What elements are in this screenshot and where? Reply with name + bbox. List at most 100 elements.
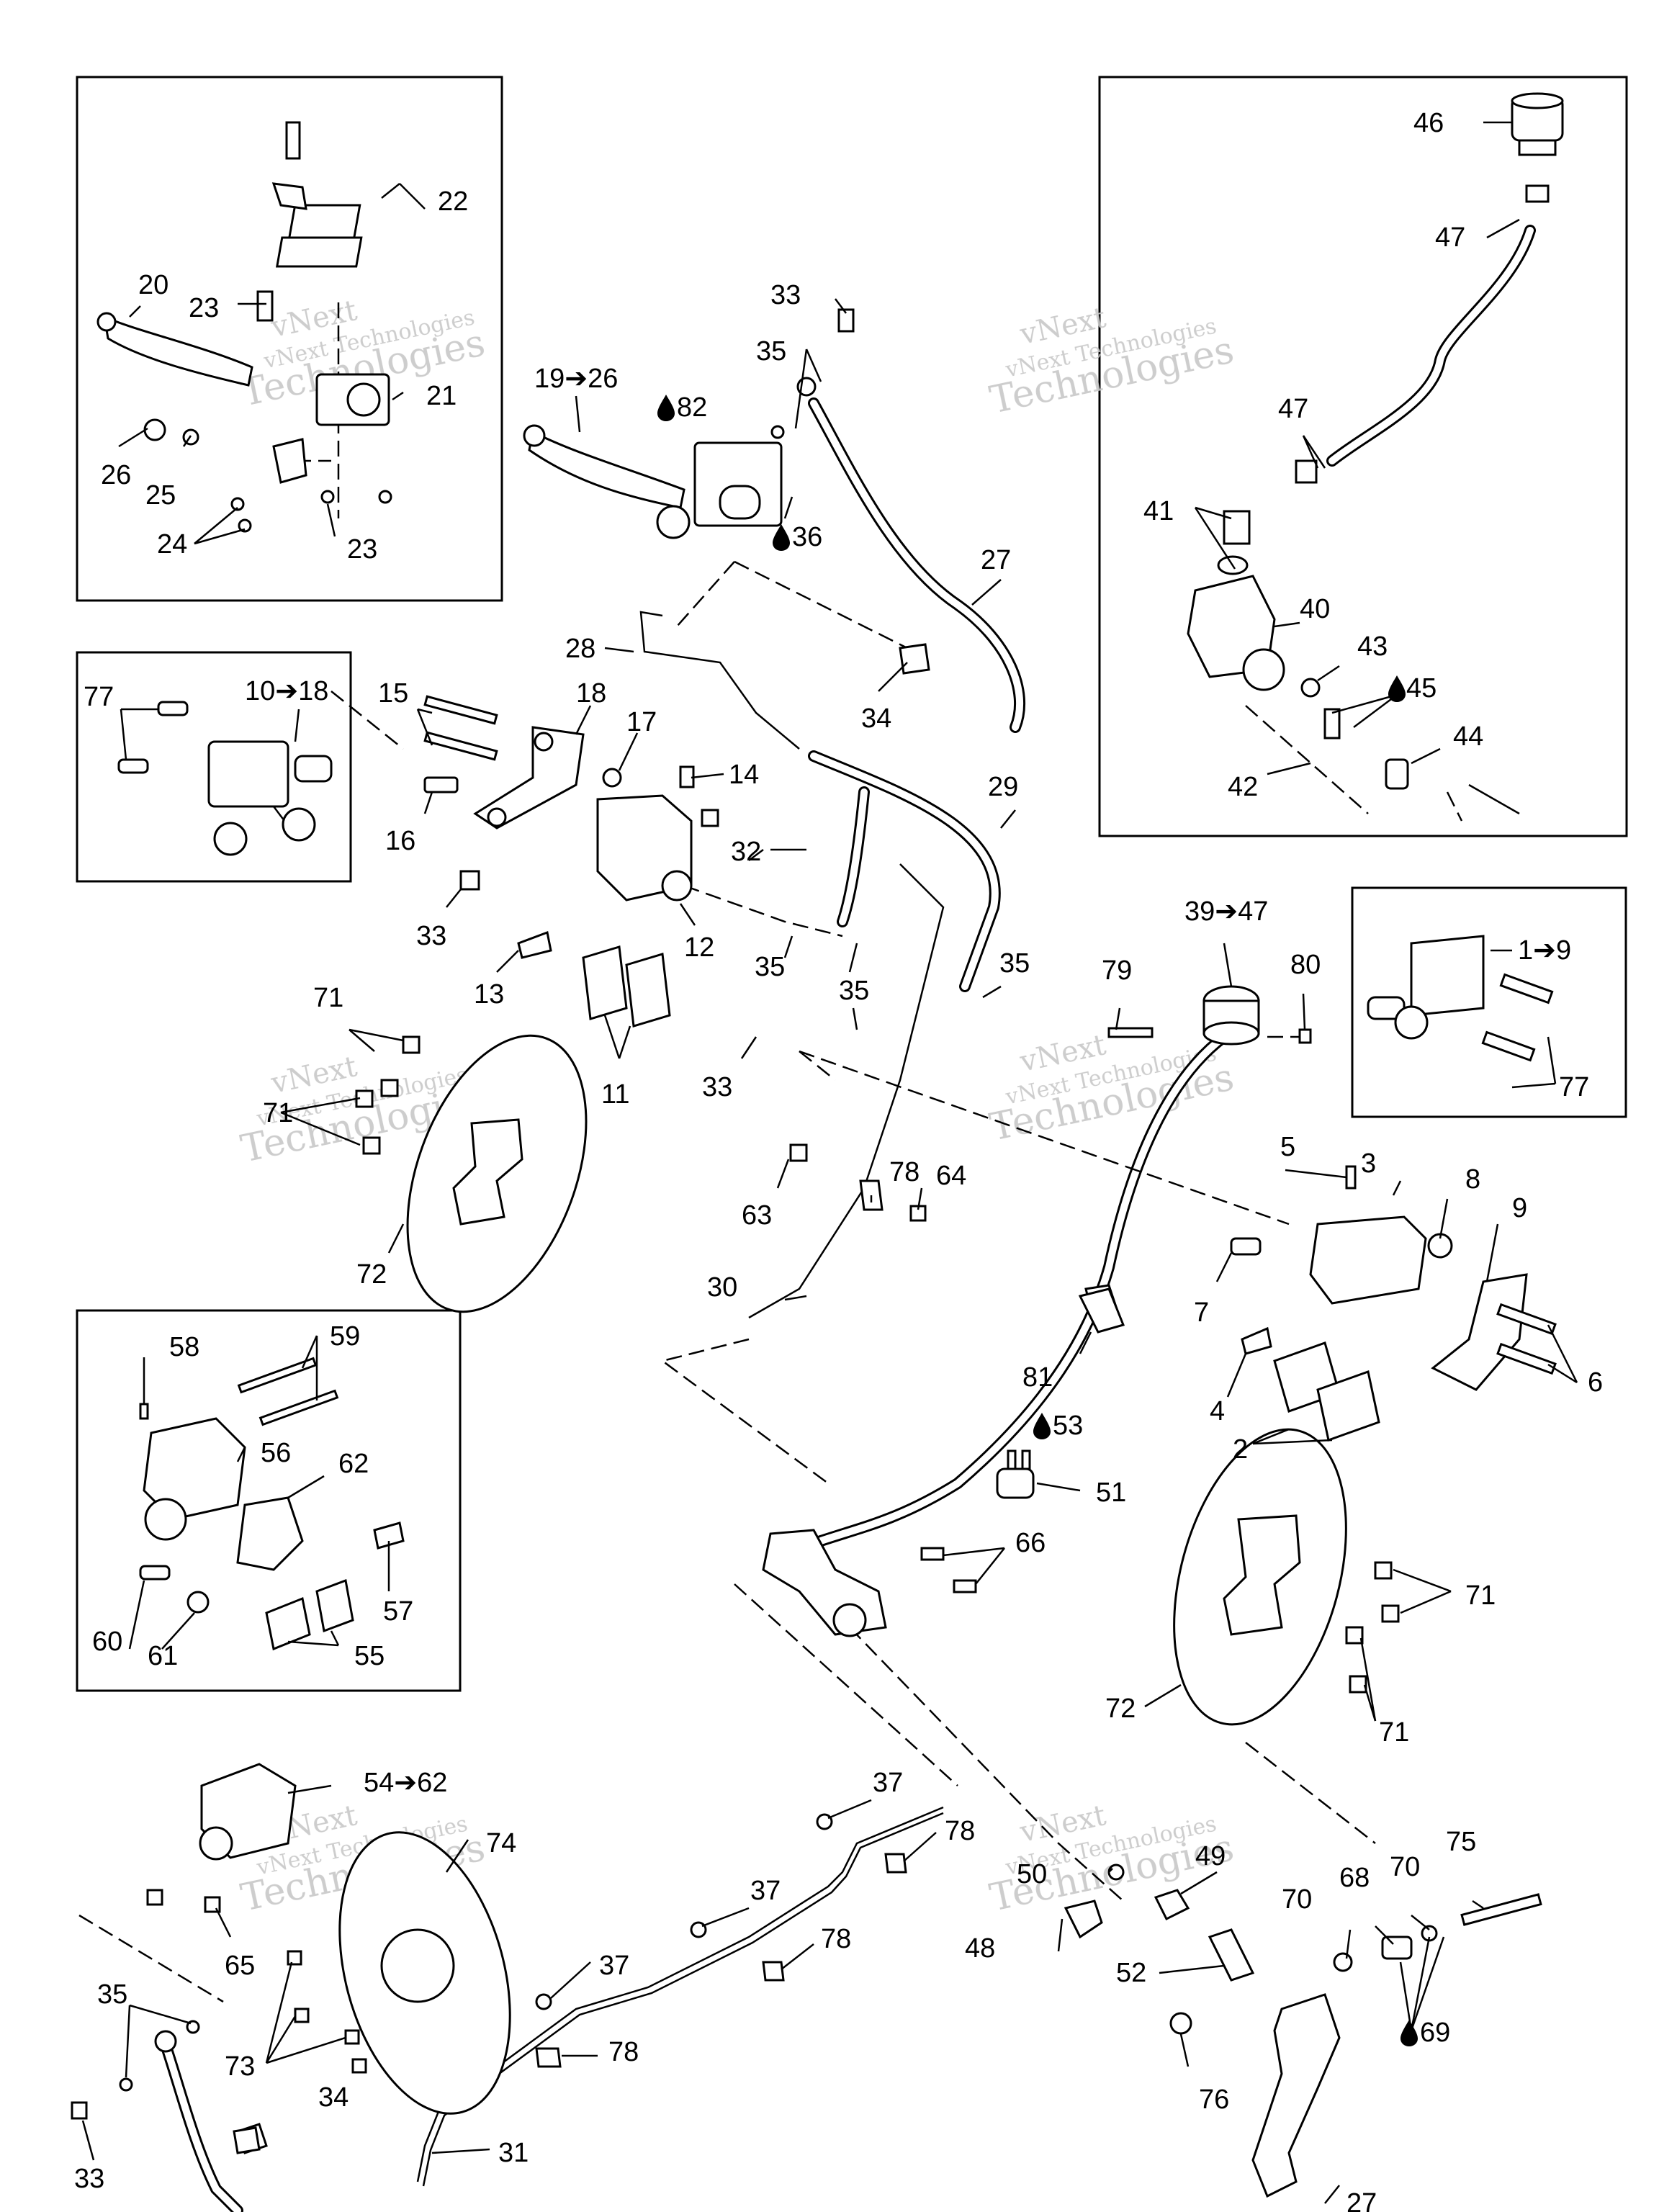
callout-47-mid: 47	[1278, 394, 1308, 424]
leader-lines	[81, 121, 1578, 2204]
callout-71-b: 71	[263, 1098, 293, 1128]
callout-62: 62	[338, 1449, 369, 1479]
callout-79: 79	[1102, 956, 1132, 986]
callout-25: 25	[145, 480, 176, 511]
callout-47-top: 47	[1435, 222, 1465, 253]
watermark-1: vNext vNext Technologies Technologies	[238, 294, 489, 415]
caliper-inset-right	[1367, 935, 1554, 1062]
front-caliper-12	[423, 695, 719, 902]
callout-48: 48	[965, 1933, 995, 1964]
callout-45: 45	[1406, 673, 1437, 703]
callout-35-top: 35	[756, 336, 786, 367]
front-caliper-alt-inset	[117, 701, 333, 856]
rear-master-cylinder	[762, 1529, 977, 1637]
callout-30: 30	[707, 1272, 737, 1303]
callout-36: 36	[792, 522, 822, 552]
callout-2-a: 2	[1233, 1434, 1248, 1465]
clip-34-upper	[899, 643, 930, 675]
inset-caliper-right	[1351, 886, 1627, 1118]
callout-9: 9	[1512, 1193, 1527, 1223]
callout-39-47: 39➔47	[1184, 896, 1268, 927]
drop-icon-82	[657, 395, 675, 421]
callout-3: 3	[1361, 1148, 1376, 1179]
callout-16: 16	[385, 826, 415, 856]
callout-77-left: 77	[84, 682, 114, 712]
callout-51: 51	[1096, 1478, 1126, 1508]
callout-34-lower: 34	[318, 2082, 349, 2113]
callout-43: 43	[1357, 631, 1388, 662]
callout-59: 59	[330, 1321, 360, 1352]
callout-56: 56	[261, 1438, 291, 1468]
callout-20: 20	[138, 270, 168, 300]
callout-6: 6	[1588, 1367, 1603, 1398]
callout-28: 28	[565, 634, 595, 664]
callout-22: 22	[438, 186, 468, 217]
callout-78-c: 78	[821, 1924, 851, 1954]
rear-caliper-inset-parts	[139, 1357, 405, 1651]
callout-35-front-b: 35	[839, 976, 869, 1006]
brake-hoses	[160, 225, 1536, 2212]
callout-78-upper: 78	[889, 1157, 920, 1187]
drop-icon-53	[1033, 1413, 1051, 1439]
callout-77-right: 77	[1559, 1072, 1589, 1102]
inset-front-caliper-alt	[76, 651, 352, 883]
brake-line-30	[748, 863, 945, 1319]
brake-line-28	[639, 611, 800, 750]
callout-15: 15	[378, 678, 408, 709]
inset-rear-caliper	[76, 1309, 462, 1692]
callout-61: 61	[148, 1641, 178, 1671]
callout-7: 7	[1194, 1298, 1209, 1328]
callout-40: 40	[1300, 594, 1330, 624]
callout-81: 81	[1022, 1362, 1053, 1393]
callout-63: 63	[742, 1200, 772, 1231]
inset-master-cylinder-front	[76, 76, 503, 602]
callout-1-9: 1➔9	[1518, 935, 1571, 966]
callout-42: 42	[1228, 772, 1258, 802]
front-pads-11	[517, 930, 671, 1028]
clip-34-lower	[233, 2126, 261, 2154]
callout-44: 44	[1453, 721, 1483, 752]
callout-71-a: 71	[313, 983, 343, 1013]
callout-26: 26	[101, 460, 131, 490]
callout-72-upper: 72	[356, 1259, 387, 1290]
callout-33-top: 33	[770, 280, 801, 310]
callout-71-d: 71	[1379, 1717, 1409, 1748]
rear-pads-2	[1241, 1326, 1380, 1442]
callout-10-18: 10➔18	[245, 676, 328, 706]
callout-54-62: 54➔62	[364, 1768, 447, 1798]
callout-17: 17	[626, 707, 657, 737]
callout-82: 82	[677, 392, 707, 423]
reservoir-inset	[1187, 92, 1564, 790]
callout-72-lower: 72	[1105, 1694, 1136, 1724]
callout-27-top: 27	[981, 545, 1011, 575]
callout-78-d: 78	[608, 2037, 639, 2067]
brake-line-31	[416, 1806, 944, 2182]
master-cylinder-front-inset	[96, 121, 392, 533]
callout-23-bottom: 23	[347, 534, 377, 565]
callout-70-b: 70	[1390, 1852, 1420, 1882]
components	[71, 92, 1564, 2198]
inset-frames	[76, 76, 1628, 1692]
callout-8: 8	[1465, 1164, 1480, 1195]
callout-69: 69	[1420, 2018, 1450, 2048]
line-clips	[535, 1813, 907, 2068]
callout-49: 49	[1195, 1841, 1226, 1871]
callout-35-front-a: 35	[755, 952, 785, 982]
callout-23-top: 23	[189, 293, 219, 323]
callout-11: 11	[601, 1079, 629, 1110]
callout-66: 66	[1015, 1528, 1046, 1558]
inset-rear-reservoir	[1098, 76, 1628, 837]
callout-76: 76	[1199, 2085, 1229, 2115]
callout-5: 5	[1280, 1132, 1295, 1162]
callout-57: 57	[383, 1596, 413, 1627]
callout-37-b: 37	[750, 1876, 781, 1906]
callout-50: 50	[1017, 1859, 1047, 1889]
brake-disc-72-upper	[355, 1034, 588, 1313]
watermark-4: vNext vNext Technologies Technologies	[986, 1028, 1238, 1149]
callout-24: 24	[157, 529, 187, 559]
callout-37-a: 37	[873, 1768, 903, 1798]
drop-icon-69	[1401, 2020, 1418, 2046]
callout-75: 75	[1446, 1827, 1476, 1857]
drop-icon-45	[1388, 675, 1406, 702]
